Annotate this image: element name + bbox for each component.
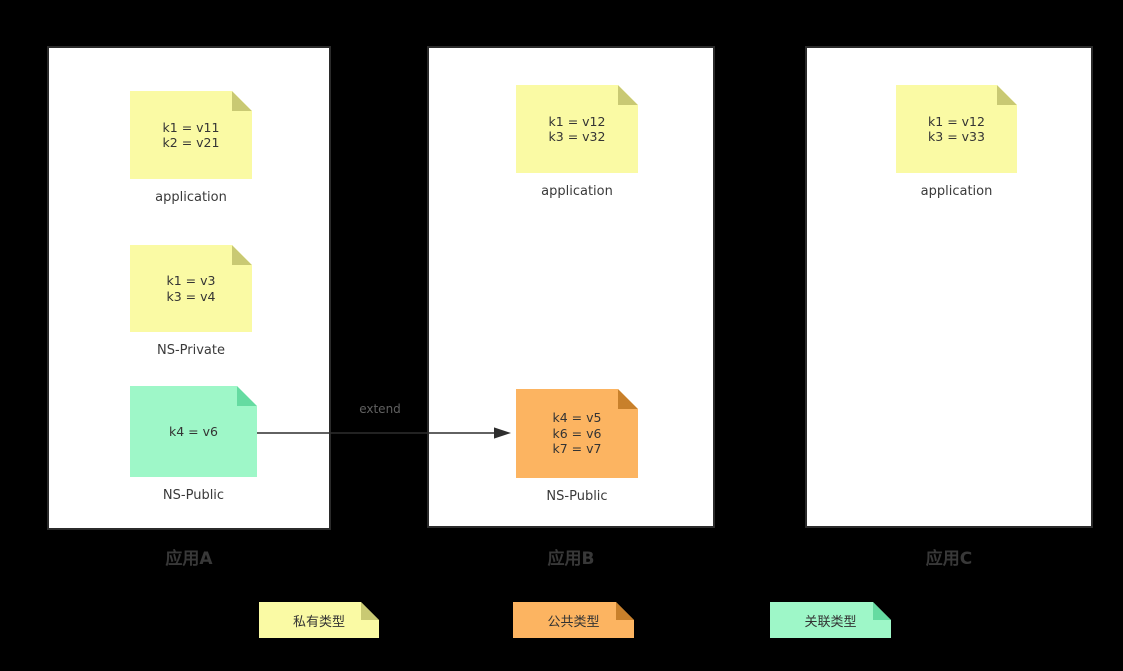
fold-corner-icon xyxy=(618,85,638,105)
legend-label: 公共类型 xyxy=(547,614,600,630)
note-line: k4 = v5 xyxy=(552,410,602,426)
legend-private-type: 私有类型 xyxy=(259,602,379,638)
note-group: k1 = v12 k3 = v33 application xyxy=(896,85,1017,199)
note-group: k4 = v5 k6 = v6 k7 = v7 NS-Public xyxy=(516,389,638,504)
note-content: k1 = v11 k2 = v21 xyxy=(163,120,220,151)
note-group: k4 = v6 NS-Public xyxy=(130,386,257,503)
note-content: k4 = v5 k6 = v6 k7 = v7 xyxy=(553,410,602,457)
note-line: k1 = v12 xyxy=(928,113,985,129)
fold-corner-icon xyxy=(232,245,252,265)
fold-corner-icon xyxy=(616,602,634,620)
note-line: k3 = v32 xyxy=(548,129,606,144)
fold-corner-icon xyxy=(237,386,257,406)
note-line: k3 = v4 xyxy=(166,288,216,304)
note-application: k1 = v12 k3 = v32 xyxy=(516,85,638,173)
note-content: k1 = v12 k3 = v32 xyxy=(549,114,606,145)
fold-corner-icon xyxy=(232,91,252,111)
arrow-label: extend xyxy=(359,402,401,416)
note-label: application xyxy=(155,190,227,205)
legend-label: 关联类型 xyxy=(804,614,857,630)
panel-title-app-b: 应用B xyxy=(547,549,595,569)
legend-association-type: 关联类型 xyxy=(770,602,891,638)
note-content: k1 = v12 k3 = v33 xyxy=(928,114,985,145)
legend-label: 私有类型 xyxy=(292,614,345,630)
panel-app-c: k1 = v12 k3 = v33 application xyxy=(805,46,1093,528)
note-line: k1 = v3 xyxy=(166,273,216,288)
note-application: k1 = v12 k3 = v33 xyxy=(896,85,1017,173)
panel-title-app-a: 应用A xyxy=(165,549,213,569)
legend-public-type: 公共类型 xyxy=(513,602,634,638)
note-group: k1 = v3 k3 = v4 NS-Private xyxy=(130,245,252,358)
panel-app-a: k1 = v11 k2 = v21 application k1 = v3 k3… xyxy=(47,46,331,530)
note-label: application xyxy=(541,184,613,199)
note-ns-private: k1 = v3 k3 = v4 xyxy=(130,245,252,332)
fold-corner-icon xyxy=(873,602,891,620)
note-line: k6 = v6 xyxy=(552,425,602,441)
note-application: k1 = v11 k2 = v21 xyxy=(130,91,252,179)
note-line: k1 = v11 xyxy=(162,119,220,135)
note-line: k3 = v33 xyxy=(928,129,985,144)
note-content: k1 = v3 k3 = v4 xyxy=(167,273,216,304)
panel-app-b: k1 = v12 k3 = v32 application k4 = v5 k6… xyxy=(427,46,715,528)
fold-corner-icon xyxy=(618,389,638,409)
fold-corner-icon xyxy=(997,85,1017,105)
note-label: NS-Private xyxy=(157,343,225,358)
note-label: NS-Public xyxy=(546,489,608,504)
note-ns-public: k4 = v6 xyxy=(130,386,257,477)
note-line: k7 = v7 xyxy=(552,441,602,457)
note-content: k4 = v6 xyxy=(169,424,218,440)
fold-corner-icon xyxy=(361,602,379,620)
note-ns-public: k4 = v5 k6 = v6 k7 = v7 xyxy=(516,389,638,478)
note-line: k4 = v6 xyxy=(169,423,218,439)
note-line: k2 = v21 xyxy=(162,135,220,150)
note-group: k1 = v12 k3 = v32 application xyxy=(516,85,638,199)
note-label: NS-Public xyxy=(162,488,225,503)
note-group: k1 = v11 k2 = v21 application xyxy=(130,91,252,205)
note-line: k1 = v12 xyxy=(548,113,606,129)
note-label: application xyxy=(920,184,993,199)
panel-title-app-c: 应用C xyxy=(925,549,973,569)
